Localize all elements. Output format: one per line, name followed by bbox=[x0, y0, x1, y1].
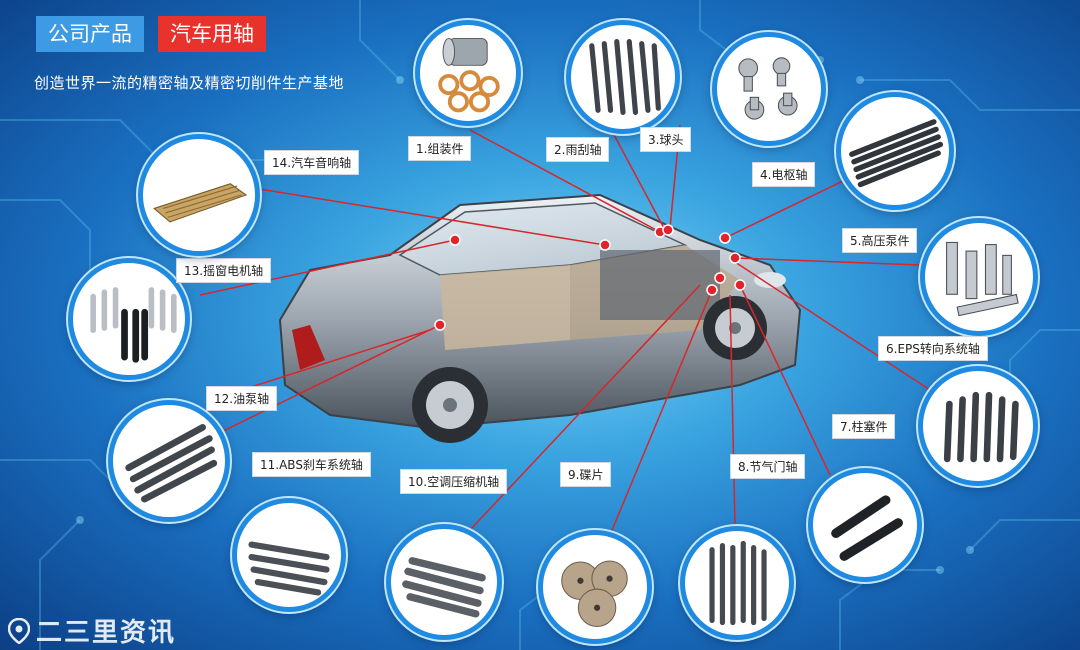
product-bubble-3[interactable] bbox=[712, 32, 826, 146]
product-bubble-7[interactable] bbox=[808, 468, 922, 582]
product-label-13: 13.摇窗电机轴 bbox=[176, 258, 272, 283]
product-bubble-8[interactable] bbox=[680, 526, 794, 640]
product-bubble-11[interactable] bbox=[232, 498, 346, 612]
car-audio-shaft-icon bbox=[153, 183, 248, 223]
car-cutaway-illustration bbox=[278, 193, 802, 443]
high-pressure-pump-part-icon bbox=[946, 241, 1019, 317]
company-products-tag[interactable]: 公司产品 bbox=[36, 16, 144, 52]
oil-pump-shaft-icon bbox=[125, 424, 218, 503]
product-bubble-13[interactable] bbox=[68, 258, 190, 380]
ball-joint-icon bbox=[738, 57, 798, 120]
product-bubble-5[interactable] bbox=[920, 218, 1038, 336]
product-label-10: 10.空调压缩机轴 bbox=[400, 469, 508, 494]
product-bubble-14[interactable] bbox=[138, 134, 260, 256]
eps-steering-shaft-icon bbox=[943, 391, 1019, 463]
slogan-text: 创造世界一流的精密轴及精密切削件生产基地 bbox=[34, 74, 345, 92]
product-bubble-10[interactable] bbox=[386, 524, 502, 640]
armature-shaft-icon bbox=[849, 119, 944, 188]
product-label-8: 8.节气门轴 bbox=[730, 454, 806, 479]
product-bubble-2[interactable] bbox=[566, 20, 680, 134]
automotive-shafts-tag[interactable]: 汽车用轴 bbox=[158, 16, 266, 52]
wiper-shaft-icon bbox=[589, 39, 661, 115]
product-label-9: 9.碟片 bbox=[560, 462, 612, 487]
location-pin-icon bbox=[8, 617, 30, 644]
product-label-6: 6.EPS转向系统轴 bbox=[878, 336, 988, 361]
product-label-2: 2.雨刮轴 bbox=[546, 137, 610, 162]
product-label-3: 3.球头 bbox=[640, 127, 692, 152]
product-bubble-12[interactable] bbox=[108, 400, 230, 522]
product-bubble-4[interactable] bbox=[836, 92, 954, 210]
product-bubble-1[interactable] bbox=[415, 20, 521, 126]
throttle-shaft-icon bbox=[709, 540, 767, 626]
product-bubble-6[interactable] bbox=[918, 366, 1038, 486]
product-label-12: 12.油泵轴 bbox=[206, 386, 278, 411]
assembly-parts-icon bbox=[438, 37, 500, 113]
ac-compressor-shaft-icon bbox=[402, 557, 486, 618]
product-label-7: 7.柱塞件 bbox=[832, 414, 896, 439]
product-label-14: 14.汽车音响轴 bbox=[264, 150, 360, 175]
window-motor-shaft-icon bbox=[90, 287, 177, 363]
watermark: 二三里资讯 bbox=[8, 612, 176, 649]
watermark-text: 二三里资讯 bbox=[36, 618, 177, 648]
product-label-5: 5.高压泵件 bbox=[842, 228, 918, 253]
product-label-11: 11.ABS刹车系统轴 bbox=[252, 452, 371, 477]
abs-brake-shaft-icon bbox=[248, 541, 330, 596]
product-label-1: 1.组装件 bbox=[408, 136, 472, 161]
plunger-part-icon bbox=[831, 495, 903, 561]
product-bubble-9[interactable] bbox=[538, 530, 652, 644]
disc-icon bbox=[561, 560, 628, 628]
product-label-4: 4.电枢轴 bbox=[752, 162, 816, 187]
